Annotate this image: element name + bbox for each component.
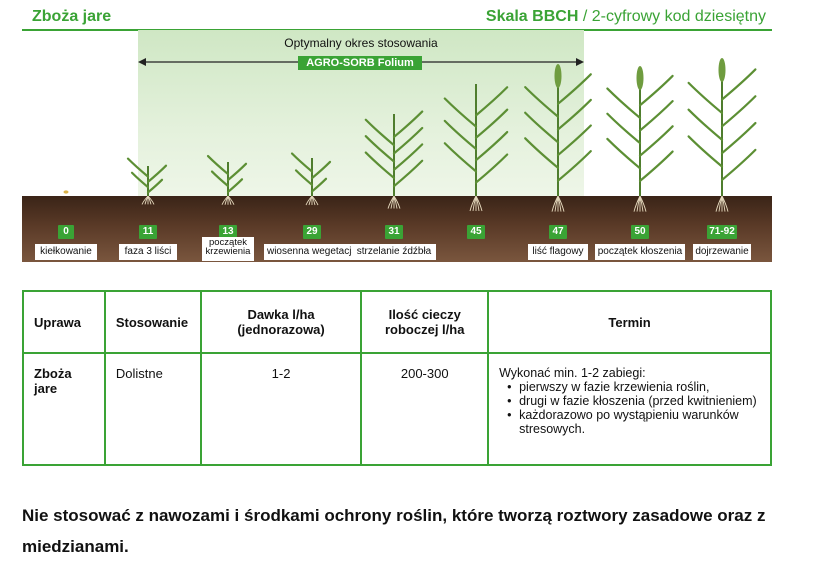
cell-dawka: 1-2 [199, 352, 363, 466]
stage-code-badge: 29 [303, 225, 321, 239]
plant-growth-stages [63, 58, 757, 212]
stage-label: początek krzewienia [202, 237, 254, 261]
stage-label: kiełkowanie [35, 244, 97, 260]
table-header-row: Uprawa Stosowanie Dawka l/ha (jednorazow… [22, 290, 772, 354]
cell-stosowanie: Dolistne [103, 352, 202, 466]
stage-label: faza 3 liści [119, 244, 177, 260]
cell-termin: Wykonać min. 1-2 zabiegi: pierwszy w faz… [487, 352, 772, 466]
scale-title-bold: Skala BBCH [485, 8, 579, 25]
product-badge: AGRO-SORB Folium [298, 56, 422, 70]
plant-illustration [290, 152, 332, 206]
scale-title: Skala BBCH / 2-cyfrowy kod dziesiętny [486, 8, 766, 26]
crop-title: Zboża jare [32, 8, 112, 25]
termin-item: każdorazowo po wystąpieniu warunków stre… [507, 408, 760, 436]
header-dawka: Dawka l/ha (jednorazowa) [199, 290, 363, 354]
termin-list: pierwszy w fazie krzewienia roślin, drug… [507, 380, 760, 436]
termin-item: drugi w fazie kłoszenia (przed kwitnieni… [507, 394, 760, 408]
stage-code-badge: 11 [139, 225, 157, 239]
stage-code-badge: 71-92 [707, 225, 737, 239]
header-stosowanie: Stosowanie [103, 290, 202, 354]
plant-illustration [206, 154, 248, 205]
stage-code-badge: 50 [631, 225, 649, 239]
plant-illustration [364, 110, 424, 209]
header-termin: Termin [487, 290, 772, 354]
stage-code-badge: 0 [58, 225, 74, 239]
termin-intro: Wykonać min. 1-2 zabiegi: [499, 366, 646, 380]
plant-illustration [126, 157, 168, 205]
header-ilosc-cieczy: Ilość cieczy roboczej l/ha [360, 290, 490, 354]
application-table: Uprawa Stosowanie Dawka l/ha (jednorazow… [22, 290, 772, 466]
page-header: Zboża jare Skala BBCH / 2-cyfrowy kod dz… [22, 6, 772, 31]
table-row: Zboża jare Dolistne 1-2 200-300 Wykonać … [22, 352, 772, 466]
cell-uprawa: Zboża jare [22, 352, 106, 466]
bbch-scale-illustration: Optymalny okres stosowania AGRO-SORB Fol… [22, 30, 772, 262]
scale-title-rest: / 2-cyfrowy kod dziesiętny [578, 8, 766, 25]
stage-label: liść flagowy [528, 244, 588, 260]
plant-illustration [63, 190, 69, 194]
optimal-window-title: Optymalny okres stosowania [284, 36, 438, 50]
plant-illustration [606, 66, 674, 212]
stage-label: dojrzewanie [693, 244, 751, 260]
stage-label: początek kłoszenia [595, 244, 685, 260]
stage-label: strzelanie źdźbła [352, 244, 436, 260]
warning-note: Nie stosować z nawozami i środkami ochro… [22, 506, 766, 556]
plant-illustration [524, 64, 592, 212]
header-ilosc-text: Ilość cieczy roboczej l/ha [384, 307, 465, 337]
cell-ilosc: 200-300 [360, 352, 490, 466]
header-uprawa: Uprawa [22, 290, 106, 354]
stage-code-badge: 45 [467, 225, 485, 239]
header-dawka-text: Dawka l/ha (jednorazowa) [237, 307, 325, 337]
termin-item: pierwszy w fazie krzewienia roślin, [507, 380, 760, 394]
stage-code-badge: 31 [385, 225, 403, 239]
stage-label: wiosenna wegetacja [264, 244, 360, 260]
plant-illustration [443, 84, 509, 212]
stage-code-badge: 47 [549, 225, 567, 239]
plant-illustration [687, 58, 757, 212]
stage-code-badge: 13 [219, 225, 237, 239]
